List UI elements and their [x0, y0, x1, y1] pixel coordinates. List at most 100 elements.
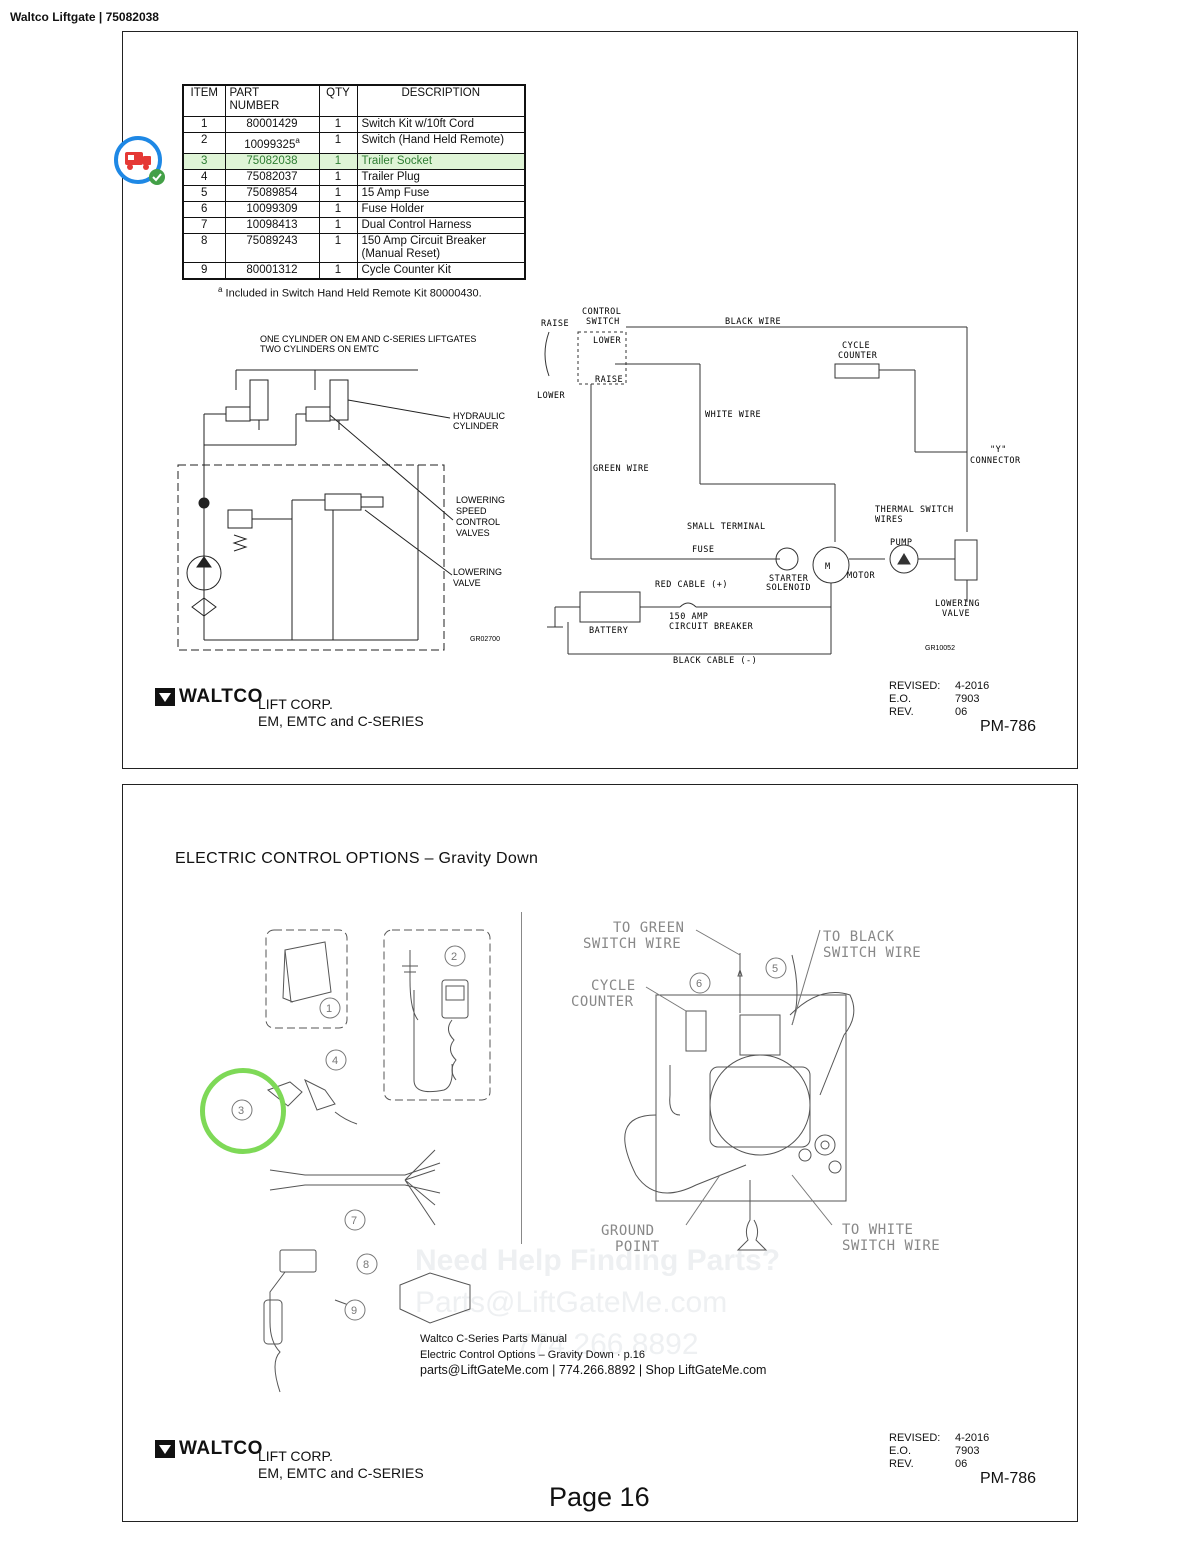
section-heading: ELECTRIC CONTROL OPTIONS – Gravity Down: [175, 850, 539, 867]
footer-company: LIFT CORP.: [258, 696, 333, 712]
cell-item: 6: [182, 200, 226, 218]
cell-description: Cycle Counter Kit: [356, 261, 526, 280]
svg-text:SOLENOID: SOLENOID: [766, 583, 811, 593]
svg-text:4: 4: [332, 1055, 338, 1067]
footer-pm-number: PM-786: [980, 718, 1037, 735]
col-description: DESCRIPTION: [356, 84, 526, 117]
svg-text:SWITCH: SWITCH: [586, 317, 620, 327]
svg-text:HYDRAULIC: HYDRAULIC: [453, 411, 506, 421]
cell-description: Switch (Hand Held Remote): [356, 132, 526, 154]
svg-text:1: 1: [326, 1003, 332, 1015]
col-part-number: PART NUMBER: [224, 84, 320, 117]
svg-text:MOTOR: MOTOR: [847, 571, 875, 581]
svg-text:COUNTER: COUNTER: [838, 351, 878, 361]
cell-part-number: 10099325a: [224, 132, 320, 154]
cell-description: Trailer Socket: [356, 152, 526, 170]
svg-text:CYLINDER: CYLINDER: [453, 421, 499, 431]
waltco-logo-icon: [155, 688, 175, 706]
cell-item: 3: [182, 152, 226, 170]
page-frame-top: [122, 31, 1078, 769]
cell-description: 15 Amp Fuse: [356, 184, 526, 202]
footer-series: EM, EMTC and C-SERIES: [258, 1465, 424, 1481]
label-to-black: TO BLACK SWITCH WIRE: [823, 929, 922, 961]
cell-part-number: 80001429: [224, 116, 320, 133]
contact-link[interactable]: parts@LiftGateMe.com | 774.266.8892 | Sh…: [420, 1363, 767, 1377]
svg-text:9: 9: [351, 1305, 357, 1317]
label-to-green: TO GREEN SWITCH WIRE: [583, 920, 685, 952]
cell-item: 9: [182, 261, 226, 280]
cell-part-number: 75082038: [224, 152, 320, 170]
callout-3: 3: [231, 1099, 253, 1121]
cell-item: 1: [182, 116, 226, 133]
illustration-divider: [521, 912, 522, 1244]
cell-part-number: 80001312: [224, 261, 320, 280]
cell-part-number: 75082037: [224, 168, 320, 186]
svg-text:BATTERY: BATTERY: [589, 626, 628, 636]
label-cycle-counter: CYCLE COUNTER: [571, 978, 636, 1010]
svg-text:LOWERING: LOWERING: [456, 495, 505, 505]
svg-text:2: 2: [451, 951, 457, 963]
cell-qty: 1: [318, 200, 358, 218]
electrical-schematic: CONTROL SWITCH RAISE LOWER LOWER RAISE B…: [537, 307, 1020, 666]
cell-qty: 1: [318, 152, 358, 170]
cell-part-number: 10098413: [224, 216, 320, 234]
col-qty: QTY: [318, 84, 358, 117]
waltco-logo-icon: [155, 1440, 175, 1458]
svg-text:BLACK CABLE (-): BLACK CABLE (-): [673, 656, 757, 666]
cell-part-number: 10099309: [224, 200, 320, 218]
cell-qty: 1: [318, 184, 358, 202]
svg-text:SMALL TERMINAL: SMALL TERMINAL: [687, 522, 766, 532]
svg-text:VALVE: VALVE: [453, 578, 481, 588]
svg-text:CIRCUIT BREAKER: CIRCUIT BREAKER: [669, 622, 754, 632]
cell-part-number: 75089854: [224, 184, 320, 202]
waltco-logo: WALTCO: [154, 686, 263, 708]
cell-part-number: 75089243: [224, 232, 320, 263]
svg-text:WIRES: WIRES: [875, 515, 903, 525]
svg-text:RED CABLE (+): RED CABLE (+): [655, 580, 728, 590]
cell-item: 4: [182, 168, 226, 186]
label-to-white: TO WHITE SWITCH WIRE: [842, 1222, 941, 1254]
svg-text:CONTROL: CONTROL: [456, 517, 500, 527]
page-number: Page 16: [549, 1482, 650, 1512]
cell-item: 5: [182, 184, 226, 202]
svg-text:VALVE: VALVE: [942, 609, 970, 619]
callout-3-highlight-ring[interactable]: [200, 1068, 286, 1154]
cell-qty: 1: [318, 232, 358, 263]
svg-text:BLACK WIRE: BLACK WIRE: [725, 317, 781, 327]
cell-item: 2: [182, 132, 226, 154]
svg-text:LOWERING: LOWERING: [453, 567, 502, 577]
pump-assembly-illustration: 6 5: [624, 929, 855, 1251]
svg-text:ONE CYLINDER ON EM AND C-SERIE: ONE CYLINDER ON EM AND C-SERIES LIFTGATE…: [260, 334, 476, 344]
footer-revision: REVISED:4-2016 E.O.7903 REV.06: [889, 1432, 990, 1470]
svg-text:GREEN WIRE: GREEN WIRE: [593, 464, 649, 474]
cell-item: 8: [182, 232, 226, 263]
label-ground-point: GROUND POINT: [601, 1223, 660, 1255]
footer-revision: REVISED:4-2016 E.O.7903 REV.06: [889, 680, 990, 718]
svg-text:3: 3: [238, 1105, 244, 1117]
trailer-socket-badge-icon[interactable]: [112, 134, 168, 188]
svg-text:M: M: [825, 562, 831, 572]
cell-qty: 1: [318, 168, 358, 186]
svg-text:"Y": "Y": [990, 445, 1007, 455]
cell-qty: 1: [318, 116, 358, 133]
svg-text:6: 6: [696, 978, 702, 990]
svg-text:LOWERING: LOWERING: [935, 599, 980, 609]
svg-text:GR10052: GR10052: [925, 645, 955, 652]
cell-description: Dual Control Harness: [356, 216, 526, 234]
svg-text:5: 5: [772, 963, 778, 975]
cell-item: 7: [182, 216, 226, 234]
svg-text:THERMAL SWITCH: THERMAL SWITCH: [875, 505, 954, 515]
svg-text:STARTER: STARTER: [769, 574, 809, 584]
cell-description: Switch Kit w/10ft Cord: [356, 116, 526, 133]
cell-qty: 1: [318, 216, 358, 234]
watermark: Need Help Finding Parts? Parts@LiftGateM…: [415, 1244, 781, 1361]
svg-text:RAISE: RAISE: [595, 375, 623, 385]
